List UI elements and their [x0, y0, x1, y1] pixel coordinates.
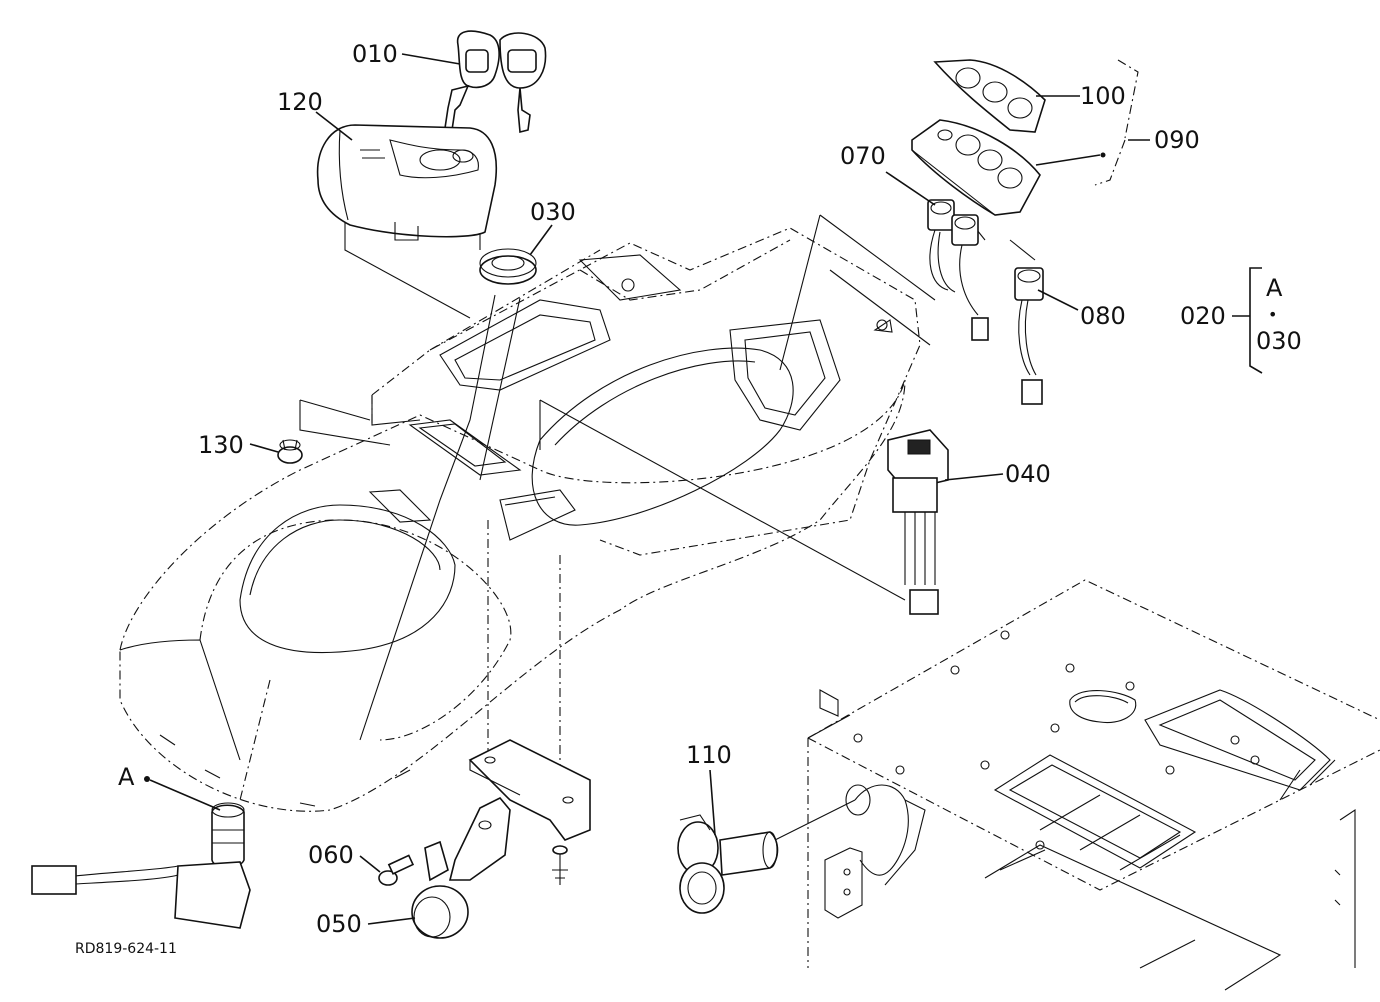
callout-050: 050 [316, 910, 362, 938]
rocker-switch [887, 429, 949, 615]
rotary-switches [927, 199, 989, 341]
buzzer [411, 840, 469, 939]
callout-010: 010 [352, 40, 398, 68]
group-note-part: 020 [1180, 302, 1226, 330]
bolt [378, 845, 568, 886]
callout-labels: 010 120 030 130 070 100 090 080 040 110 … [75, 40, 1302, 957]
callout-130: 130 [198, 431, 244, 459]
callout-100: 100 [1080, 82, 1126, 110]
meter-panel [316, 124, 497, 241]
clip [277, 439, 303, 464]
group-note-dot: • [1268, 305, 1277, 324]
power-socket [677, 814, 779, 914]
group-note-line2: 030 [1256, 327, 1302, 355]
key-pair [444, 30, 547, 134]
single-switch [1014, 267, 1044, 405]
callout-a: A [118, 763, 135, 791]
group-note-line1: A [1266, 274, 1283, 302]
nut-ring [479, 248, 537, 285]
console-housing [119, 227, 921, 812]
callout-070: 070 [840, 142, 886, 170]
key-switch [31, 802, 251, 929]
callout-030: 030 [530, 198, 576, 226]
reference-code: RD819-624-11 [75, 941, 177, 957]
callout-040: 040 [1005, 460, 1051, 488]
frame-base [807, 579, 1380, 991]
callout-120: 120 [277, 88, 323, 116]
callout-060: 060 [308, 841, 354, 869]
assembly-lines [239, 205, 1036, 841]
callout-080: 080 [1080, 302, 1126, 330]
bracket-assembly [448, 739, 591, 881]
switch-panel-cover [933, 59, 1046, 133]
switch-panel-bracket [911, 119, 1041, 216]
callout-090: 090 [1154, 126, 1200, 154]
callout-leaders [144, 53, 1263, 925]
callout-110: 110 [686, 741, 732, 769]
